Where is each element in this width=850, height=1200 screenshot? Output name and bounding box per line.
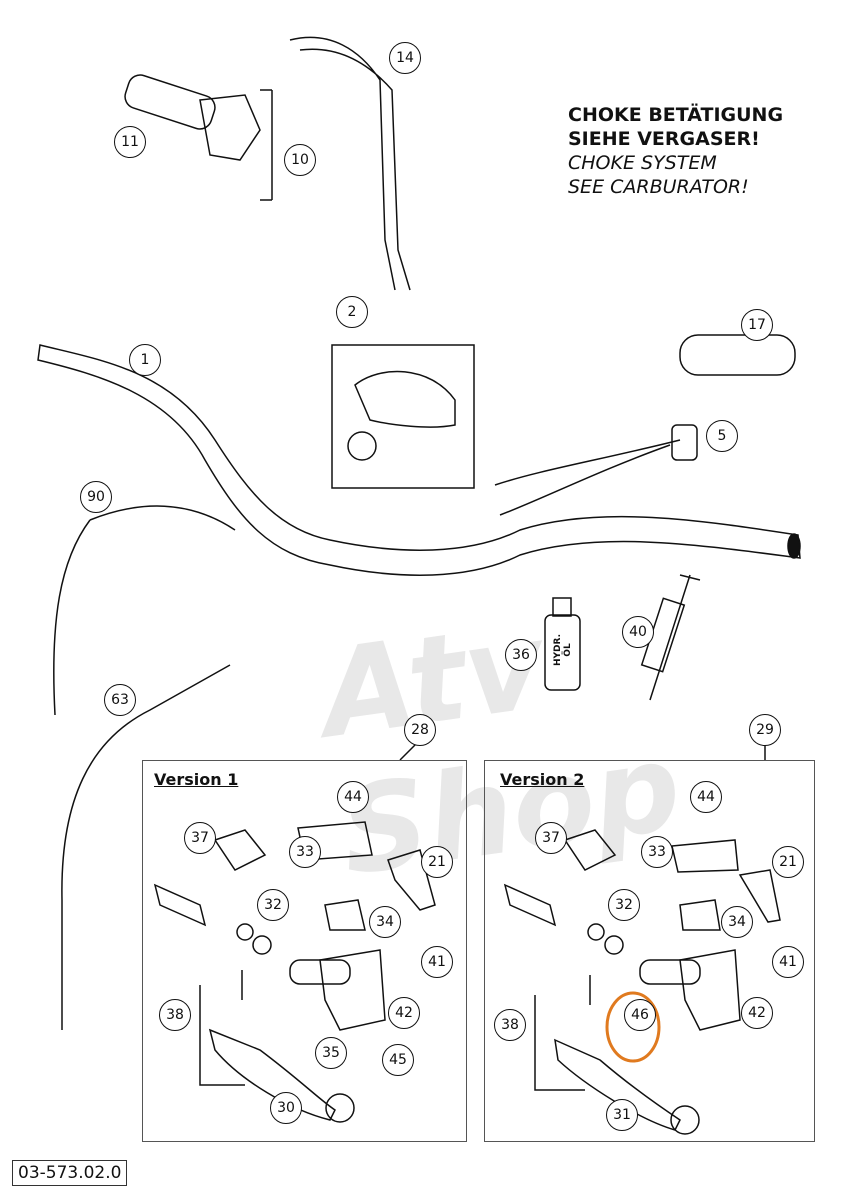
v1-callout-34: 34 — [369, 906, 401, 938]
v2-callout-41: 41 — [772, 946, 804, 978]
v2-callout-42: 42 — [741, 997, 773, 1029]
v1-callout-30: 30 — [270, 1092, 302, 1124]
callout-1: 1 — [129, 344, 161, 376]
v1-callout-44: 44 — [337, 781, 369, 813]
part-code: 03-573.02.0 — [12, 1160, 128, 1186]
callout-2: 2 — [336, 296, 368, 328]
callout-63: 63 — [104, 684, 136, 716]
v1-callout-32: 32 — [257, 889, 289, 921]
v2-callout-44: 44 — [690, 781, 722, 813]
v1-callout-35: 35 — [315, 1037, 347, 1069]
v2-callout-33: 33 — [641, 836, 673, 868]
v2-callout-37: 37 — [535, 822, 567, 854]
v2-callout-31: 31 — [606, 1099, 638, 1131]
choke-cable — [53, 505, 236, 716]
callout-5: 5 — [706, 420, 738, 452]
v1-callout-45: 45 — [382, 1044, 414, 1076]
version1-title: Version 1 — [154, 770, 239, 789]
callout-29: 29 — [749, 714, 781, 746]
callout-11: 11 — [114, 126, 146, 158]
v1-callout-37: 37 — [184, 822, 216, 854]
choke-note-de-1: CHOKE BETÄTIGUNG — [568, 104, 784, 126]
part2-box — [331, 344, 475, 489]
left-grip — [679, 334, 796, 376]
oil-bottle-label: HYDR. ÖL — [553, 633, 573, 667]
callout-14: 14 — [389, 42, 421, 74]
throttle-cables — [289, 36, 411, 291]
v1-callout-42: 42 — [388, 997, 420, 1029]
choke-note-en-1: CHOKE SYSTEM — [568, 152, 717, 174]
callout-40: 40 — [622, 616, 654, 648]
version2-assembly — [503, 829, 781, 1135]
kill-switch-wire — [494, 439, 681, 516]
v1-callout-21: 21 — [421, 846, 453, 878]
choke-note-de-2: SIEHE VERGASER! — [568, 128, 760, 150]
version2-panel — [484, 760, 815, 1142]
clutch-cable — [61, 664, 231, 1030]
throttle-grip — [124, 74, 273, 201]
callout-36: 36 — [505, 639, 537, 671]
highlight-ring — [605, 991, 661, 1063]
v2-callout-32: 32 — [608, 889, 640, 921]
v1-callout-33: 33 — [289, 836, 321, 868]
callout-90: 90 — [80, 481, 112, 513]
version2-title: Version 2 — [500, 770, 585, 789]
choke-note-en-2: SEE CARBURATOR! — [568, 176, 749, 198]
callout-10: 10 — [284, 144, 316, 176]
v2-callout-46: 46 — [624, 999, 656, 1031]
v2-callout-21: 21 — [772, 846, 804, 878]
version1-panel — [142, 760, 467, 1142]
choke-note: CHOKE BETÄTIGUNG SIEHE VERGASER! CHOKE S… — [568, 103, 783, 199]
v1-callout-38: 38 — [159, 999, 191, 1031]
handlebar — [37, 344, 801, 576]
v1-callout-41: 41 — [421, 946, 453, 978]
v2-callout-34: 34 — [721, 906, 753, 938]
version1-assembly — [153, 821, 436, 1123]
syringe — [649, 574, 701, 701]
v2-callout-38: 38 — [494, 1009, 526, 1041]
callout-17: 17 — [741, 309, 773, 341]
oil-bottle — [544, 614, 581, 691]
callout-28: 28 — [404, 714, 436, 746]
